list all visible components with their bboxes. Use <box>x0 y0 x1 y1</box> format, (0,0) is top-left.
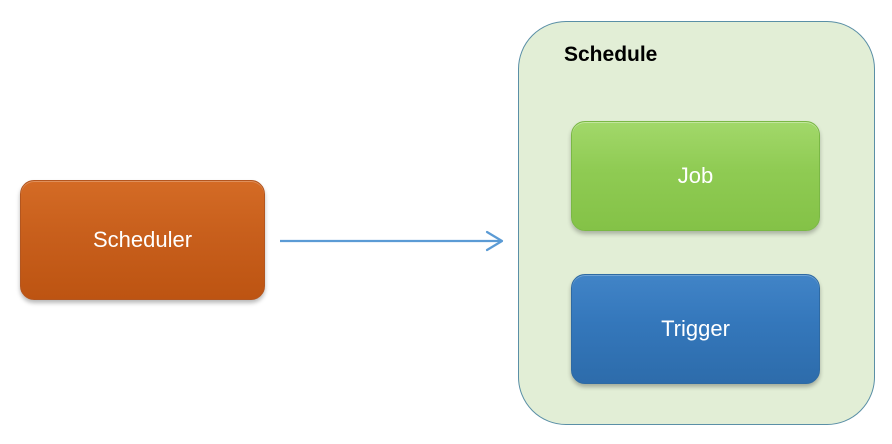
job-node: Job <box>571 121 820 231</box>
trigger-label: Trigger <box>661 316 730 341</box>
scheduler-node: Scheduler <box>20 180 265 300</box>
scheduler-label: Scheduler <box>92 227 193 252</box>
trigger-node: Trigger <box>571 274 820 384</box>
arrow-head <box>485 230 504 252</box>
schedule-title: Schedule <box>564 43 658 66</box>
job-label: Job <box>677 163 714 188</box>
